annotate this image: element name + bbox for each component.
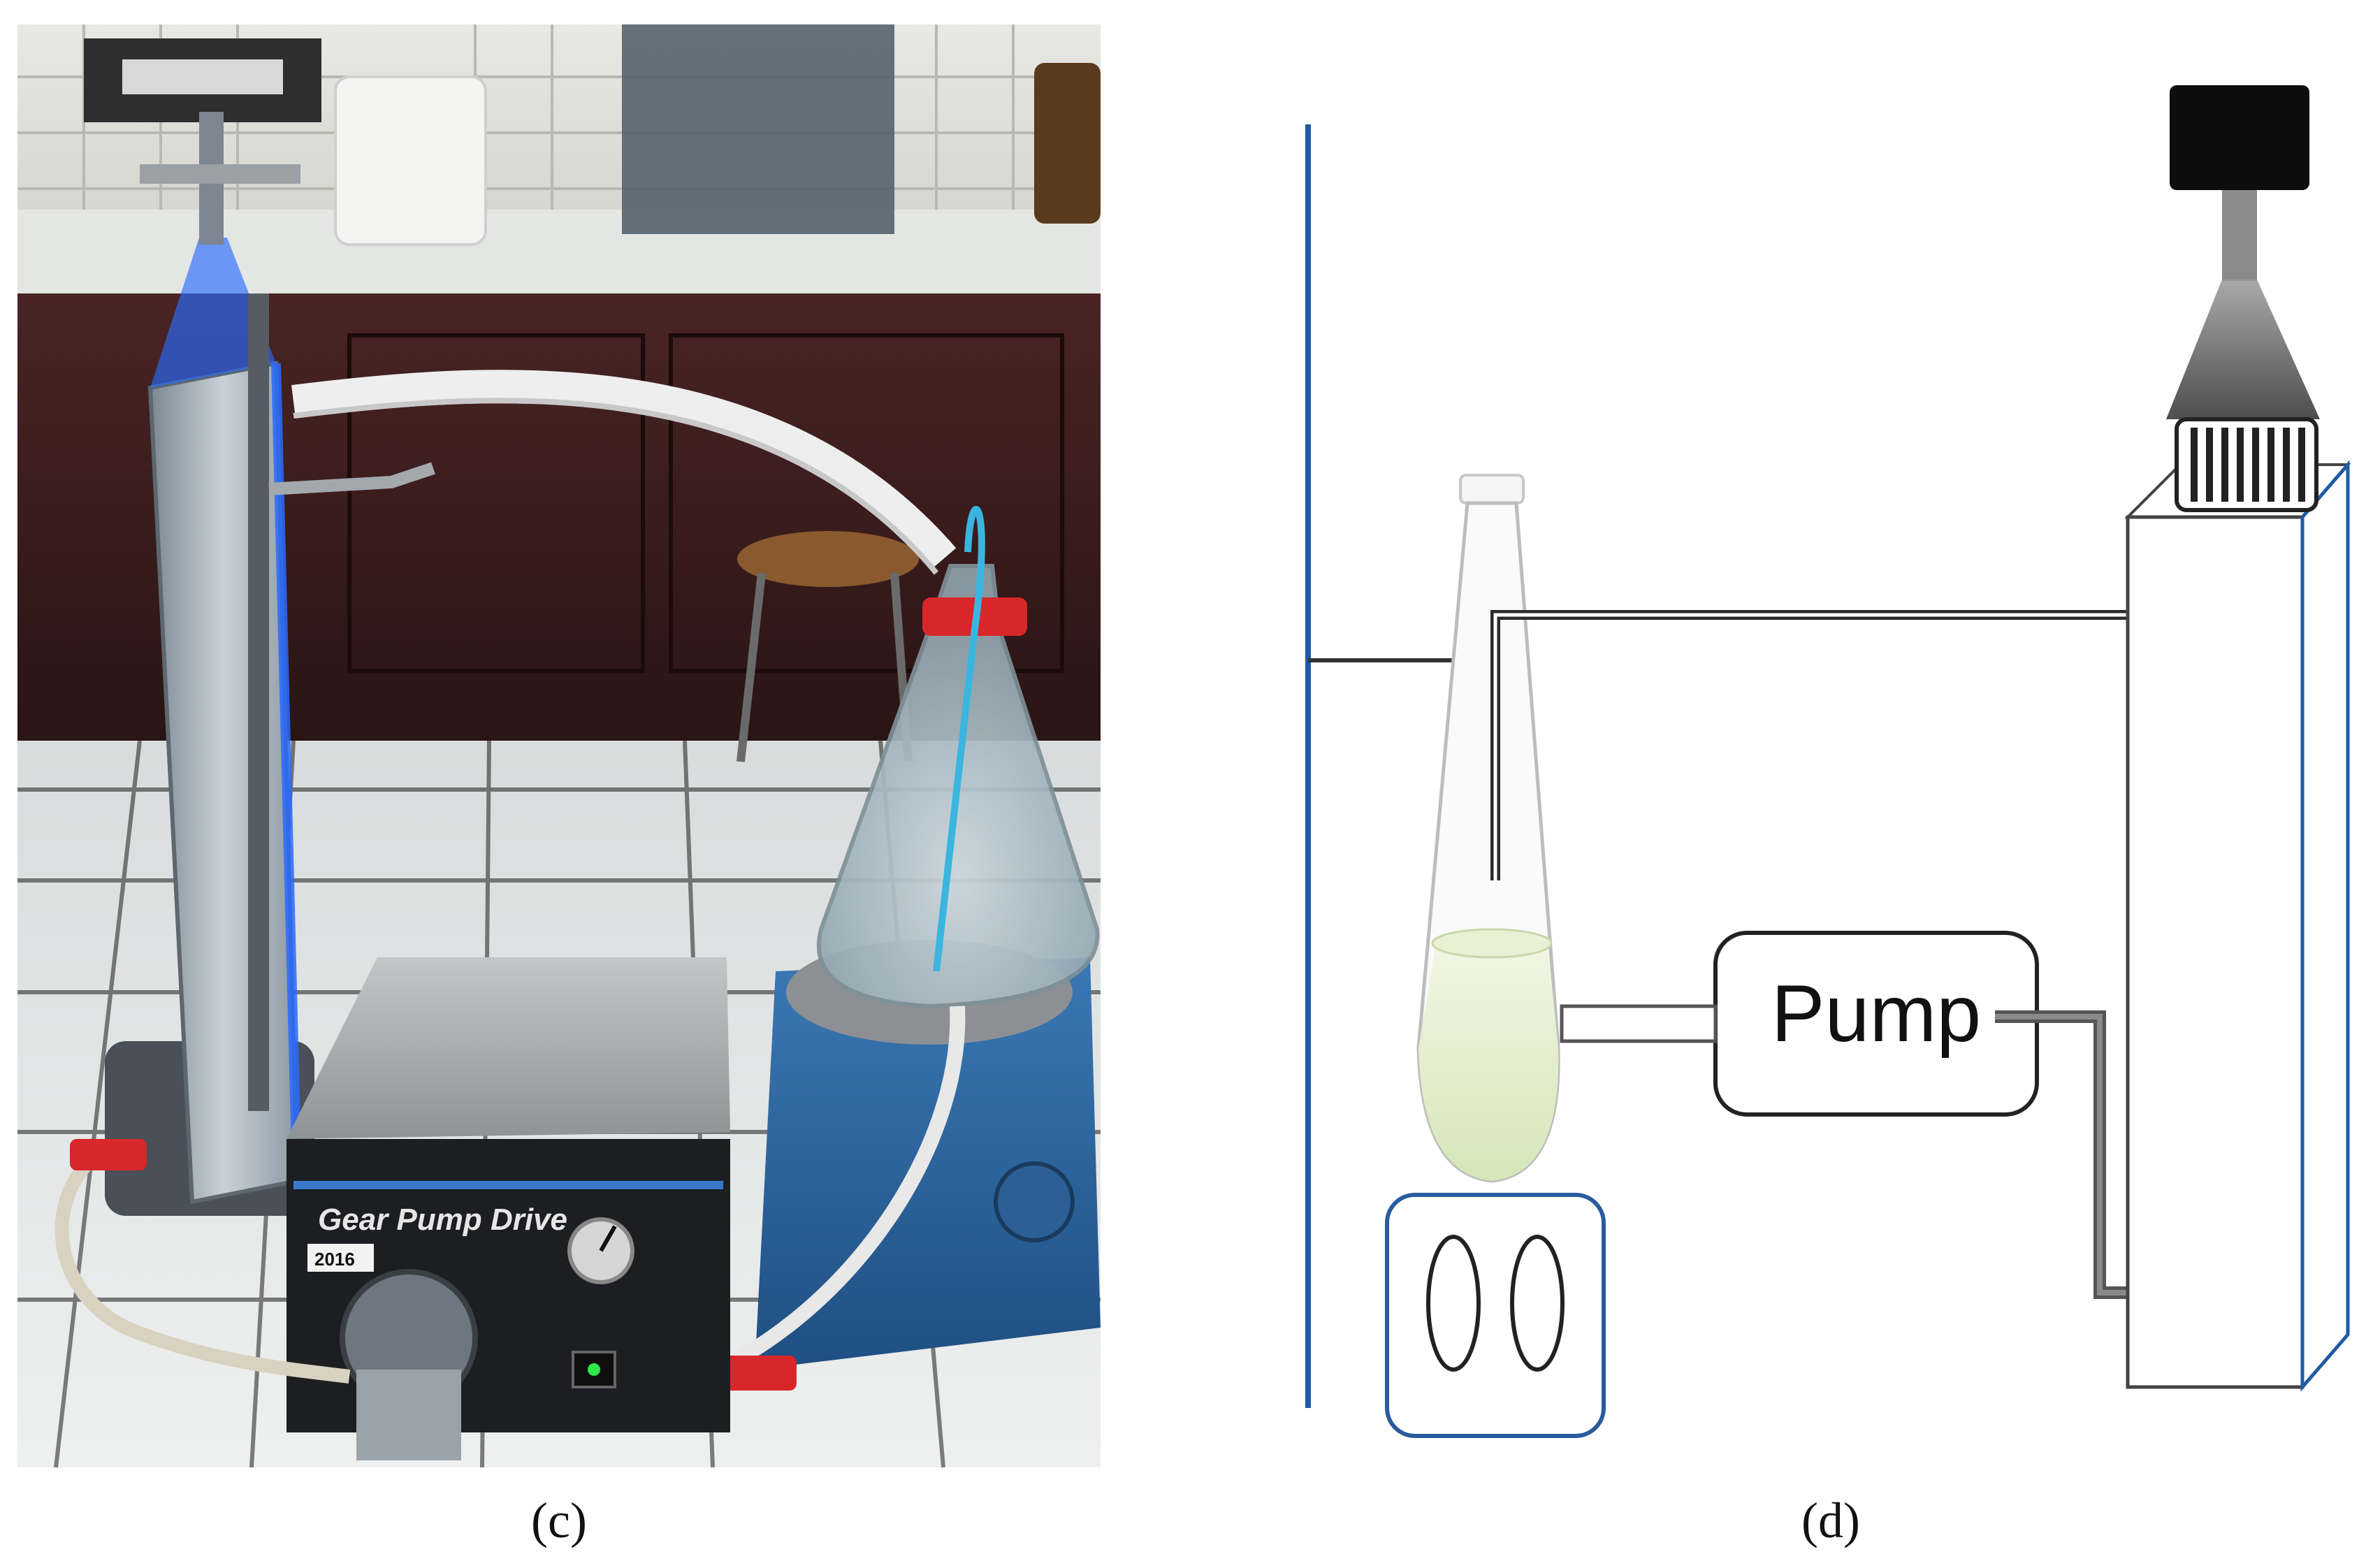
suction-line <box>1560 1004 1718 1043</box>
white-tube <box>291 370 957 570</box>
pump-panel-stripe <box>293 1181 723 1189</box>
stirrer-knob <box>994 1161 1075 1242</box>
clamp <box>140 164 300 184</box>
inlet-tube <box>55 1154 351 1384</box>
clamp-arm <box>268 462 435 495</box>
stirrer-coil-right <box>1510 1235 1565 1372</box>
device-name-label: Gear Pump Drive <box>318 1203 567 1237</box>
stirrer-coil-left <box>1426 1235 1481 1372</box>
photo-panel: Gear Pump Drive 2016 <box>17 24 1101 1468</box>
paper-roll <box>334 75 487 246</box>
display-screen <box>122 59 283 94</box>
pump-label: Pump <box>1771 969 1981 1059</box>
pump-head-body <box>356 1370 461 1460</box>
stand-rod <box>248 293 269 1111</box>
caption-d: (d) <box>1801 1493 1860 1548</box>
reactor-column <box>2126 515 2305 1389</box>
bottle <box>1034 63 1101 224</box>
blue-glow <box>150 238 276 388</box>
stool-leg <box>736 572 766 762</box>
spray-cone <box>2166 280 2320 419</box>
schematic-panel: Pump <box>1305 85 2351 1438</box>
blue-light-strip <box>271 363 302 1182</box>
pump-housing-top <box>286 957 730 1139</box>
speed-dial-pointer <box>599 1225 617 1252</box>
left-red-valve <box>70 1139 147 1170</box>
white-tube-shadow <box>293 398 939 575</box>
nozzle-slots <box>2191 428 2305 502</box>
blue-inner-tube <box>933 506 985 972</box>
reservoir-liquid <box>1418 933 1559 1181</box>
stirrer-base <box>1385 1193 1606 1438</box>
return-line-inner <box>1493 613 2212 880</box>
device-sticker-text: 2016 <box>314 1249 355 1270</box>
flask-neck-cap <box>1459 474 1525 504</box>
lamp-cap <box>2170 85 2309 190</box>
liquid-surface <box>1431 928 1553 959</box>
glass-cabinet <box>622 24 894 234</box>
power-led <box>588 1363 600 1376</box>
return-tube <box>682 1006 966 1391</box>
back-bench-top <box>17 210 1101 293</box>
device-sticker <box>307 1244 374 1272</box>
reactor-side <box>2300 460 2350 1392</box>
return-line <box>1490 610 2212 880</box>
cabinet-doors <box>347 333 1064 673</box>
caption-c: (c) <box>531 1493 587 1548</box>
lamp-stem <box>2222 190 2257 281</box>
stool-seat <box>737 531 919 587</box>
